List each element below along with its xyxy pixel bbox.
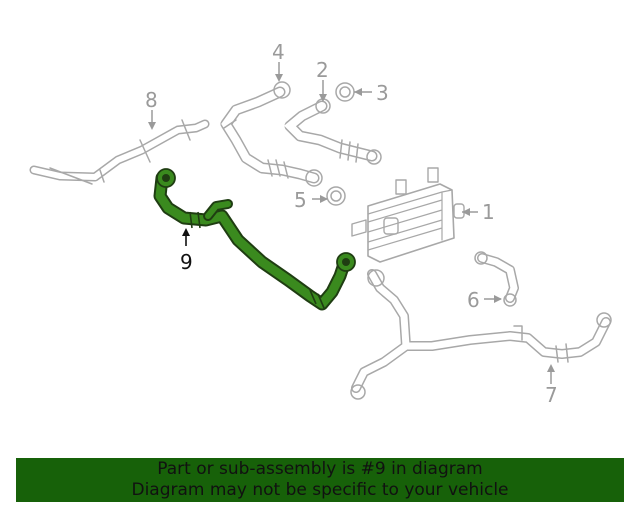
- part-4-hose[interactable]: [220, 81, 323, 187]
- parts-diagram: 1 2 3 4 5 6 7 8 9: [29, 40, 612, 407]
- callout-3: 3: [376, 81, 389, 105]
- callout-5: 5: [294, 188, 307, 212]
- callout-4: 4: [272, 40, 285, 64]
- part-3-seal[interactable]: [335, 82, 355, 102]
- part-2-hose[interactable]: [284, 98, 382, 165]
- part-7-hose[interactable]: [350, 269, 612, 400]
- callout-6: 6: [467, 288, 480, 312]
- callout-7: 7: [545, 383, 558, 407]
- callout-9: 9: [180, 250, 193, 274]
- part-1-oil-cooler[interactable]: [351, 167, 465, 263]
- callout-8: 8: [145, 88, 158, 112]
- info-banner: Part or sub-assembly is #9 in diagram Di…: [16, 458, 624, 502]
- part-6-hose[interactable]: [474, 251, 519, 307]
- part-9-hose-highlighted[interactable]: [153, 168, 356, 311]
- part-8-hose[interactable]: [29, 119, 210, 185]
- callout-labels: 1 2 3 4 5 6 7 8 9: [145, 40, 558, 407]
- banner-line-1: Part or sub-assembly is #9 in diagram: [157, 459, 483, 479]
- banner-line-2: Diagram may not be specific to your vehi…: [131, 480, 509, 500]
- callout-arrows: [148, 62, 555, 384]
- callout-1: 1: [482, 200, 495, 224]
- callout-2: 2: [316, 58, 329, 82]
- part-5-seal[interactable]: [326, 186, 346, 206]
